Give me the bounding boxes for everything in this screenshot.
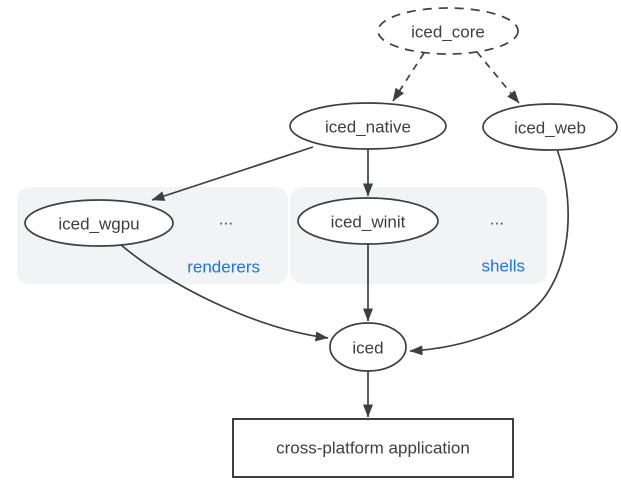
edge-iced-wgpu-to-iced [119, 243, 329, 342]
node-iced-native-ellipse [289, 102, 447, 150]
shells-ellipsis: ... [490, 210, 504, 229]
node-iced-web-ellipse [482, 103, 618, 151]
edge-iced-web-to-iced [409, 148, 569, 356]
node-iced-ellipse [329, 322, 407, 372]
node-iced-native-label: iced_native [325, 118, 411, 137]
edge-iced-native-to-iced-wgpu [151, 146, 314, 201]
node-iced-wgpu-label: iced_wgpu [58, 215, 139, 234]
node-iced-core-label: iced_core [411, 23, 485, 42]
node-iced-wgpu: iced_wgpu [24, 199, 174, 247]
node-application-rect [232, 418, 514, 478]
node-iced-native: iced_native [289, 102, 447, 150]
group-shells-label: shells [482, 257, 525, 276]
node-iced-core: iced_core [377, 7, 519, 55]
node-iced-label: iced [352, 339, 383, 358]
edge-iced-core-to-iced-web [476, 51, 520, 104]
node-application-label: cross-platform application [276, 439, 470, 458]
node-iced-winit-ellipse [297, 197, 439, 245]
node-iced-wgpu-ellipse [24, 199, 174, 247]
node-iced: iced [329, 322, 407, 372]
node-iced-core-ellipse [377, 7, 519, 55]
node-iced-web-label: iced_web [514, 119, 586, 138]
node-iced-web: iced_web [482, 103, 618, 151]
renderers-ellipsis: ... [219, 210, 233, 229]
node-iced-winit-label: iced_winit [331, 213, 406, 232]
node-iced-winit: iced_winit [297, 197, 439, 245]
group-renderers-label: renderers [187, 258, 260, 277]
node-application: cross-platform application [232, 418, 514, 478]
edge-iced-core-to-iced-native [392, 52, 425, 102]
